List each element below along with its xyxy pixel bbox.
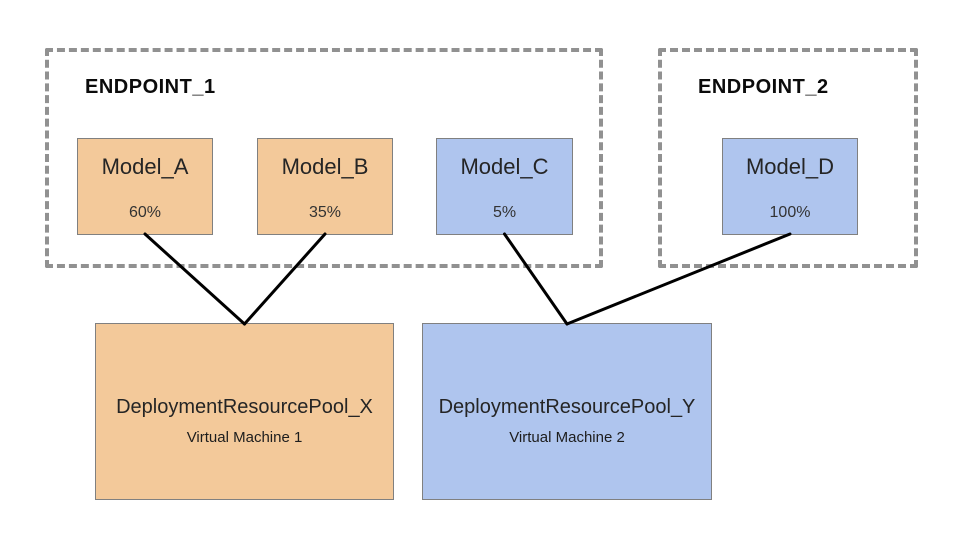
model-c-traffic-split: 5% xyxy=(492,204,517,221)
model-box-c: Model_C 5% xyxy=(436,138,573,235)
model-d-traffic-split: 100% xyxy=(769,204,811,221)
pool-y-machine: Virtual Machine 2 xyxy=(509,428,625,446)
model-c-name: Model_C xyxy=(460,154,549,179)
pool-x-name: DeploymentResourcePool_X xyxy=(116,395,373,418)
model-box-b: Model_B 35% xyxy=(257,138,393,235)
pool-x-machine: Virtual Machine 1 xyxy=(186,428,303,446)
deployment-resource-pool-y: DeploymentResourcePool_Y Virtual Machine… xyxy=(422,323,712,500)
model-a-name: Model_A xyxy=(101,154,189,179)
model-box-d: Model_D 100% xyxy=(722,138,858,235)
model-box-a: Model_A 60% xyxy=(77,138,213,235)
pool-y-name: DeploymentResourcePool_Y xyxy=(438,395,696,418)
model-b-traffic-split: 35% xyxy=(308,204,342,221)
endpoint-2-label: ENDPOINT_2 xyxy=(698,76,829,98)
model-a-traffic-split: 60% xyxy=(128,204,162,221)
model-d-name: Model_D xyxy=(745,154,835,179)
endpoint-1-label: ENDPOINT_1 xyxy=(85,76,216,98)
deployment-resource-pool-x: DeploymentResourcePool_X Virtual Machine… xyxy=(95,323,394,500)
model-b-name: Model_B xyxy=(281,154,369,179)
